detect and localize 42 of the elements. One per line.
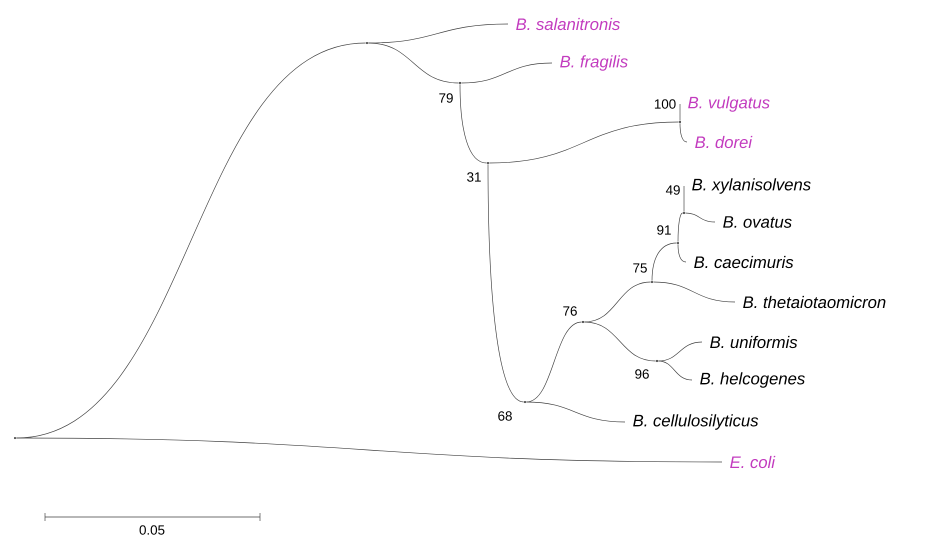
tree-branch bbox=[652, 242, 677, 281]
branch-point bbox=[366, 42, 368, 44]
bootstrap-value: 49 bbox=[666, 185, 680, 195]
bootstrap-value: 91 bbox=[657, 225, 671, 235]
tree-branch bbox=[685, 212, 716, 222]
tree-branch bbox=[680, 123, 688, 142]
tree-branch bbox=[489, 122, 680, 164]
bootstrap-value: 96 bbox=[635, 369, 649, 379]
tree-branch bbox=[461, 62, 552, 84]
species-label: B. uniformis bbox=[710, 336, 798, 348]
tree-branch bbox=[368, 42, 459, 84]
species-label: B. thetaiotaomicron bbox=[743, 296, 886, 308]
species-label: B. ovatus bbox=[723, 216, 792, 228]
branch-point bbox=[14, 436, 16, 440]
tree-branch bbox=[658, 360, 692, 380]
tree-branch bbox=[658, 342, 702, 362]
bootstrap-value: 76 bbox=[563, 306, 577, 316]
tree-branch bbox=[526, 402, 626, 422]
species-label: E. coli bbox=[730, 456, 776, 468]
tree-branch bbox=[460, 84, 487, 164]
species-label: B. vulgatus bbox=[688, 96, 770, 112]
tree-branch bbox=[488, 164, 524, 402]
species-label: B. helcogenes bbox=[700, 372, 805, 388]
bootstrap-value: 79 bbox=[439, 93, 453, 103]
species-label: B. caecimuris bbox=[694, 256, 794, 268]
tree-branch bbox=[368, 24, 508, 44]
tree-branch bbox=[678, 244, 686, 262]
species-label: B. fragilis bbox=[560, 55, 628, 71]
tree-branch bbox=[16, 438, 722, 462]
tree-branch bbox=[584, 282, 652, 322]
bootstrap-value: 31 bbox=[467, 172, 481, 182]
bootstrap-value: 68 bbox=[498, 411, 512, 421]
species-label: B. dorei bbox=[695, 136, 752, 148]
scale-label: 0.05 bbox=[140, 525, 164, 535]
species-label: B. cellulosilyticus bbox=[633, 414, 758, 430]
bootstrap-value: 100 bbox=[654, 99, 676, 109]
bootstrap-value: 75 bbox=[633, 263, 647, 273]
tree-branch bbox=[653, 282, 736, 302]
species-label: B. xylanisolvens bbox=[692, 178, 811, 194]
tree-branch bbox=[584, 322, 656, 362]
species-label: B. salanitronis bbox=[516, 18, 620, 30]
tree-branch bbox=[678, 212, 683, 242]
